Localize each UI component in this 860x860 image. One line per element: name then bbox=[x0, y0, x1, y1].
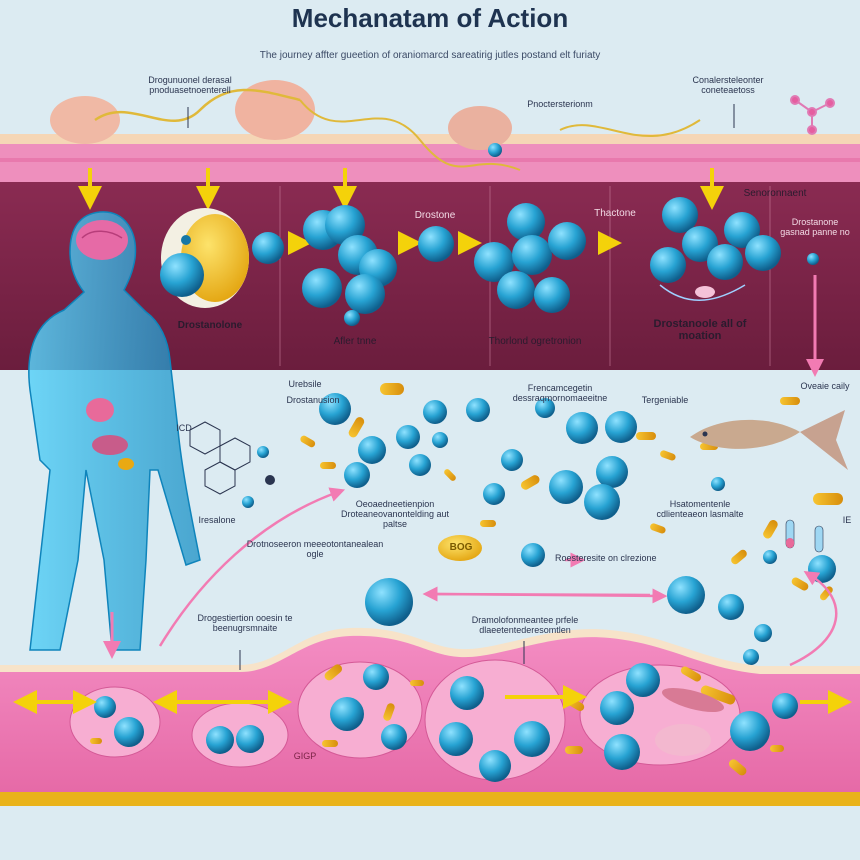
free-sphere bbox=[488, 143, 502, 157]
stage2-caption: Afler tnne bbox=[333, 336, 377, 347]
transit-sphere bbox=[743, 649, 759, 665]
stage3-cluster bbox=[474, 203, 586, 313]
stage4-caption: Drostanoole all of moation bbox=[653, 318, 747, 343]
targeting-label: Tergeniable bbox=[641, 395, 689, 405]
flow-arrows bbox=[158, 487, 838, 667]
molecule-icon bbox=[189, 421, 251, 495]
transit-sphere bbox=[365, 578, 413, 626]
transit-sphere bbox=[418, 226, 454, 262]
tissue-cluster bbox=[50, 96, 120, 144]
bloodstream-note: Drogestiertion ooesin te beenugrsmnaite bbox=[197, 613, 293, 633]
down-arrow-icon bbox=[78, 168, 724, 210]
tissue-layer-bottom bbox=[0, 627, 860, 860]
organ-liver bbox=[92, 435, 128, 455]
organ-kidney bbox=[118, 458, 134, 470]
central-caption: Oeoaedneetienpion Droteaneovanontelding … bbox=[340, 499, 450, 529]
process-center-label: Frencamcegetin dessraqmornomaeeitne bbox=[512, 383, 608, 403]
pill-marking: BOG bbox=[449, 542, 473, 553]
brain-icon bbox=[76, 220, 128, 260]
stage3-caption: Thorlond ogretronion bbox=[488, 336, 582, 347]
stage1-cell bbox=[160, 208, 284, 308]
stage4-header: Senoronnaent bbox=[743, 188, 807, 199]
subtitle: The journey affter gueetion of oraniomar… bbox=[259, 50, 601, 61]
left-caption: Drotnoseeron meeeotontanealean ogle bbox=[246, 539, 384, 559]
stage3-header: Thactone bbox=[594, 208, 636, 219]
conclusion-note: Conalersteleonter coneteaetoss bbox=[692, 75, 764, 95]
overall-label: Oveaie caily bbox=[800, 381, 850, 391]
small-formula: ICD bbox=[176, 423, 192, 433]
tissue-cluster bbox=[235, 80, 315, 140]
drostanusion-label: Drostanusion bbox=[286, 395, 340, 405]
double-arrow-icon bbox=[13, 685, 852, 714]
stage1-label: Drostanolone bbox=[177, 320, 243, 331]
stage4-cluster bbox=[650, 197, 819, 301]
pill-icon bbox=[438, 535, 482, 561]
organ-heart bbox=[86, 398, 114, 422]
test-tubes bbox=[785, 519, 824, 553]
side-note: Drostanone gasnad panne no bbox=[780, 217, 850, 237]
absorption-note: Drogunuonel derasal pnoduasetnoenterell bbox=[148, 75, 232, 95]
transit-sphere bbox=[667, 576, 705, 614]
human-body bbox=[28, 211, 201, 659]
right-caption: Hsatomentenle cdlienteaeon lasmalte bbox=[656, 499, 744, 519]
tissue-cluster bbox=[448, 106, 512, 150]
page-title: Mechanatam of Action bbox=[291, 3, 569, 33]
transit-sphere bbox=[718, 594, 744, 620]
resection-label: Roesteresite on clrezione bbox=[555, 553, 657, 563]
transit-sphere bbox=[754, 624, 772, 642]
molecule-icon bbox=[790, 95, 835, 135]
fish-icon bbox=[690, 410, 848, 470]
stage2-cluster bbox=[302, 205, 397, 326]
fine-mark: IE bbox=[842, 515, 852, 525]
urebsile-label: Urebsile bbox=[288, 379, 322, 389]
skin-layer-top bbox=[0, 80, 860, 182]
iresulone-label: Iresalone bbox=[198, 515, 236, 525]
pill-icon bbox=[300, 383, 843, 601]
reaction-note: Pnoctersterionm bbox=[527, 99, 593, 109]
tissue-note: Dramolofonmeantee prfele dlaeetentederes… bbox=[471, 615, 579, 635]
stage2-header: Drostone bbox=[414, 210, 456, 221]
membrane-label: GIGP bbox=[293, 751, 317, 761]
